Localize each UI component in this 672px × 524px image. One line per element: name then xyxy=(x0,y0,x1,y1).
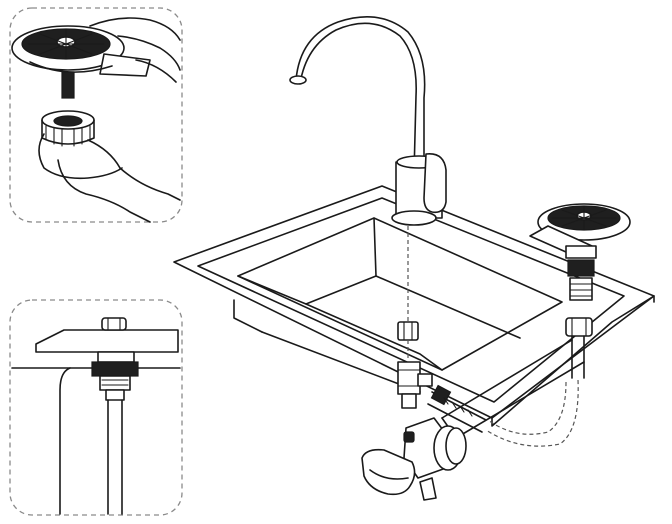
braided-hose xyxy=(427,384,487,433)
faucet-hose-nut xyxy=(397,321,419,341)
faucet-lever xyxy=(423,153,447,214)
water-pipe xyxy=(441,339,585,439)
rinser-supply-hose xyxy=(571,335,585,379)
rinser-body-section xyxy=(35,329,179,353)
sink xyxy=(173,185,655,427)
rinser-nut xyxy=(565,317,593,337)
faucet xyxy=(289,16,447,226)
sink-bowl xyxy=(237,217,563,371)
upper-hand-inset xyxy=(89,17,181,41)
threaded-stud-inset xyxy=(61,71,75,99)
inset-bottom-border xyxy=(9,299,183,516)
mount-nut-section xyxy=(91,361,139,377)
tee-connector xyxy=(397,361,433,409)
inset-rinser-assembly xyxy=(9,7,183,223)
glass-rinser xyxy=(485,203,631,447)
supply-lines xyxy=(397,321,585,439)
supply-hose-section xyxy=(107,399,123,515)
rinser-gasket xyxy=(565,245,597,259)
angle-valve xyxy=(361,417,467,501)
mount-nut-inset xyxy=(41,110,95,147)
rinser-thread xyxy=(567,259,595,277)
inset-countertop-section xyxy=(9,299,183,516)
valve-handle xyxy=(361,448,416,496)
